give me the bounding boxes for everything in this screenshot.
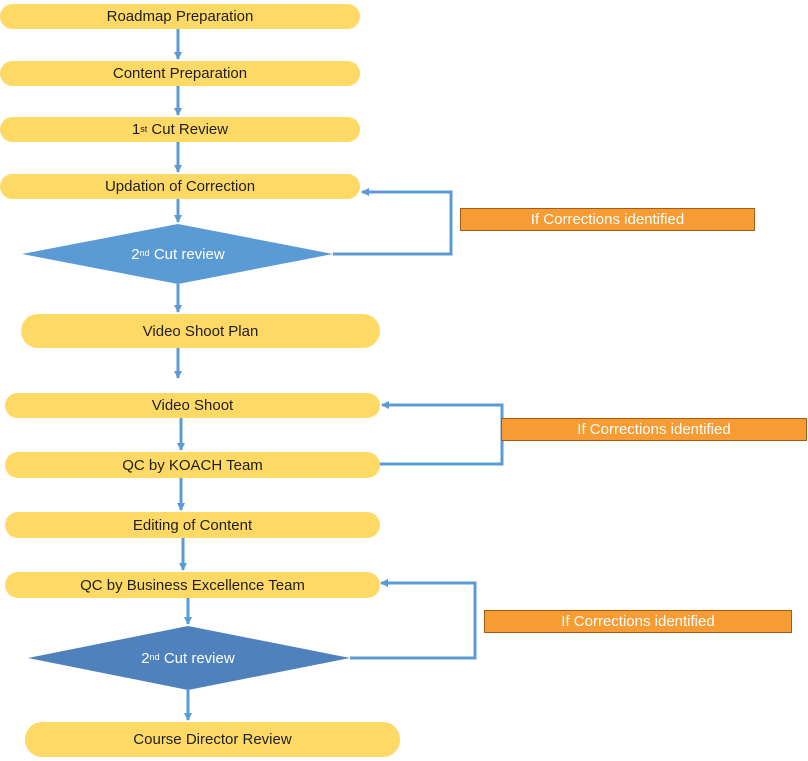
note-if-corrections-identified-3: If Corrections identified [484,610,792,633]
decision-diamond-1 [22,224,333,284]
step-qc-by-business-excellence-team: QC by Business Excellence Team [5,572,380,598]
loop-cut2b-to-qcbusiness [350,579,477,660]
step-first-cut-suffix: st [140,123,148,134]
step-course-director-review: Course Director Review [25,722,400,757]
decision-2-suffix: nd [149,652,160,662]
note-if-corrections-identified-2: If Corrections identified [501,418,807,441]
decision-2-rest: Cut review [159,649,235,667]
step-editing-of-content: Editing of Content [5,512,380,538]
step-first-cut-rest: Cut Review [147,121,229,138]
note-if-corrections-identified-1: If Corrections identified [460,208,755,231]
loop-cut2-to-updation [333,188,453,256]
step-video-shoot-plan: Video Shoot Plan [21,314,380,348]
decision-1-suffix: nd [139,248,150,258]
decision-1-rest: Cut review [149,245,225,263]
step-updation-of-correction: Updation of Correction [0,174,360,199]
step-content-preparation: Content Preparation [0,61,360,86]
decision-1-ordinal: 2 [131,245,140,263]
step-first-cut-ordinal: 1 [131,121,141,138]
step-qc-by-koach-team: QC by KOACH Team [5,452,380,478]
loop-qckoach-to-videoshoot [379,401,504,466]
step-video-shoot: Video Shoot [5,393,380,418]
decision-diamond-2 [28,626,350,690]
decision-2-ordinal: 2 [141,649,150,667]
step-roadmap-preparation: Roadmap Preparation [0,4,360,29]
